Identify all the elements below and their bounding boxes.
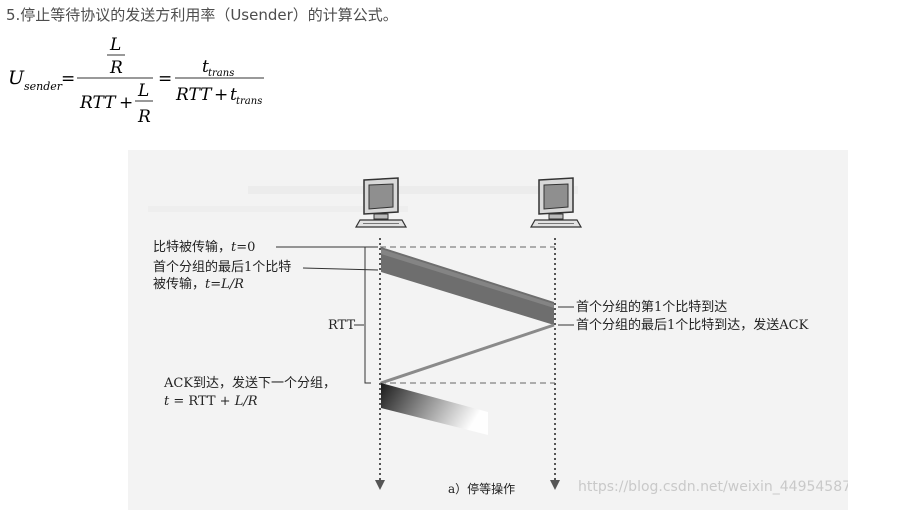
ack-arrive-label-line2: t = RTT + L/R (164, 394, 258, 409)
formula-den-l: L (137, 81, 149, 101)
receiver-timeline-arrow (550, 480, 560, 490)
formula-num-l: L (109, 35, 121, 55)
formula-den-plus: + (119, 93, 133, 113)
formula-equals-1: = (61, 69, 75, 89)
utilization-formula: U sender = L R RTT + L R = t trans RTT +… (8, 35, 264, 127)
formula-num-trans: trans (208, 68, 234, 79)
page-heading: 5.停止等待协议的发送方利用率（Usender）的计算公式。 (6, 6, 398, 24)
formula-u: U (8, 67, 25, 89)
first-arrive-label: 首个分组的第1个比特到达 (576, 299, 727, 315)
formula-den2-rtt: RTT (175, 85, 213, 105)
diagram-noise (248, 186, 578, 194)
formula-den-rtt: RTT (79, 93, 117, 113)
formula-den-r: R (137, 107, 151, 127)
ack-line (380, 323, 555, 385)
last-bit-label-line2: 被传输，t=L/R (153, 276, 244, 292)
rtt-bracket (364, 246, 371, 384)
diagram-noise (148, 206, 408, 212)
watermark-text: https://blog.csdn.net/weixin_44954587 (578, 479, 848, 495)
last-arrive-label: 首个分组的最后1个比特到达，发送ACK (576, 317, 809, 333)
formula-u-subscript: sender (24, 80, 63, 93)
stop-and-wait-diagram: 比特被传输，t=0 首个分组的最后1个比特 被传输，t=L/R RTT 首个分组… (128, 150, 851, 510)
computer-monitor-icon (529, 177, 583, 228)
formula-num-t: t (202, 57, 209, 77)
ack-arrive-label-line1: ACK到达，发送下一个分组， (163, 375, 336, 391)
sender-timeline-arrow (375, 480, 385, 490)
formula-den2-plus: + (214, 85, 228, 105)
formula-den2-t: t (230, 85, 237, 105)
formula-equals-2: = (158, 69, 172, 89)
stop-and-wait-svg: 比特被传输，t=0 首个分组的最后1个比特 被传输，t=L/R RTT 首个分组… (128, 150, 851, 510)
formula-den2-trans: trans (236, 96, 262, 107)
first-packet-band-shade (381, 249, 554, 308)
computer-monitor-icon (354, 177, 408, 228)
t0-label: 比特被传输，t=0 (153, 239, 255, 255)
formula-num-r: R (109, 58, 123, 78)
rtt-label: RTT (328, 318, 355, 333)
next-packet-band (381, 383, 488, 435)
last-bit-label-line1: 首个分组的最后1个比特 (153, 259, 291, 275)
diagram-caption: a）停等操作 (448, 481, 515, 496)
